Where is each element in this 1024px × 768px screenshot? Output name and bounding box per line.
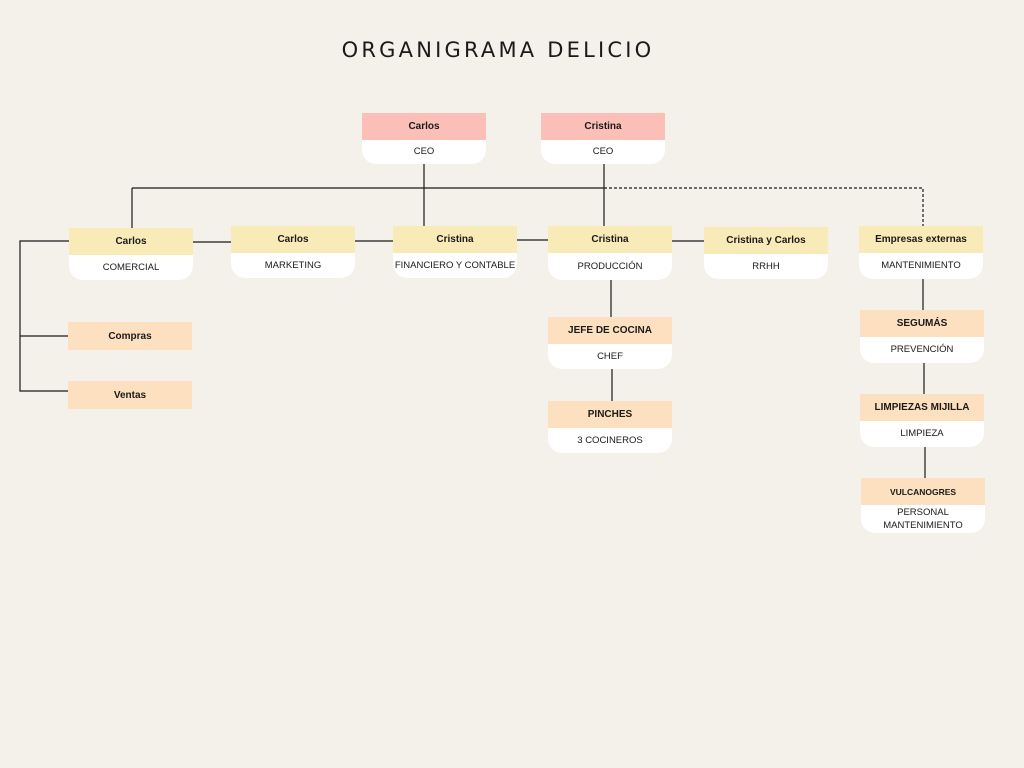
node-name: Carlos (231, 226, 355, 253)
chart-title: ORGANIGRAMA DELICIO (341, 38, 655, 62)
node-role: CHEF (548, 344, 672, 369)
node-name: Ventas (68, 381, 192, 409)
ceo-box-cristina: Cristina CEO (541, 113, 665, 164)
node-name: Empresas externas (859, 226, 983, 253)
node-name: Cristina (541, 113, 665, 140)
subunit-box-vulcanogres: VULCANOGRES PERSONAL MANTENIMIENTO (861, 478, 985, 533)
node-name: SEGUMÁS (860, 310, 984, 337)
node-name: Compras (68, 322, 192, 350)
node-name: Cristina (548, 226, 672, 253)
node-role: CEO (541, 140, 665, 164)
node-name: Carlos (69, 228, 193, 255)
node-role: LIMPIEZA (860, 421, 984, 447)
node-role: COMERCIAL (69, 255, 193, 280)
connector-line-dashed (604, 187, 924, 227)
node-role: FINANCIERO Y CONTABLE (393, 253, 517, 278)
node-role: MANTENIMIENTO (859, 253, 983, 279)
node-name: PINCHES (548, 401, 672, 428)
node-role: 3 COCINEROS (548, 428, 672, 453)
subunit-box-pinches: PINCHES 3 COCINEROS (548, 401, 672, 453)
dept-box-produccion: Cristina PRODUCCIÓN (548, 226, 672, 280)
ceo-box-carlos: Carlos CEO (362, 113, 486, 164)
dept-box-mantenimiento: Empresas externas MANTENIMIENTO (859, 226, 983, 279)
connector-line (19, 240, 69, 392)
dept-box-rrhh: Cristina y Carlos RRHH (704, 227, 828, 279)
node-name: Cristina y Carlos (704, 227, 828, 254)
node-role: RRHH (704, 254, 828, 279)
node-name: Carlos (362, 113, 486, 140)
node-role: PREVENCIÓN (860, 337, 984, 363)
node-name: Cristina (393, 226, 517, 253)
node-name: JEFE DE COCINA (548, 317, 672, 344)
node-role: PERSONAL MANTENIMIENTO (861, 505, 985, 533)
subunit-box-jefe-de-cocina: JEFE DE COCINA CHEF (548, 317, 672, 369)
node-role: PRODUCCIÓN (548, 253, 672, 280)
node-name: LIMPIEZAS MIJILLA (860, 394, 984, 421)
node-name: VULCANOGRES (861, 478, 985, 505)
subunit-box-compras: Compras (68, 322, 192, 350)
subunit-box-ventas: Ventas (68, 381, 192, 409)
dept-box-marketing: Carlos MARKETING (231, 226, 355, 278)
node-role: CEO (362, 140, 486, 164)
subunit-box-segumas: SEGUMÁS PREVENCIÓN (860, 310, 984, 363)
subunit-box-limpiezas-mijilla: LIMPIEZAS MIJILLA LIMPIEZA (860, 394, 984, 447)
dept-box-financiero: Cristina FINANCIERO Y CONTABLE (393, 226, 517, 278)
dept-box-comercial: Carlos COMERCIAL (69, 228, 193, 280)
node-role: MARKETING (231, 253, 355, 278)
